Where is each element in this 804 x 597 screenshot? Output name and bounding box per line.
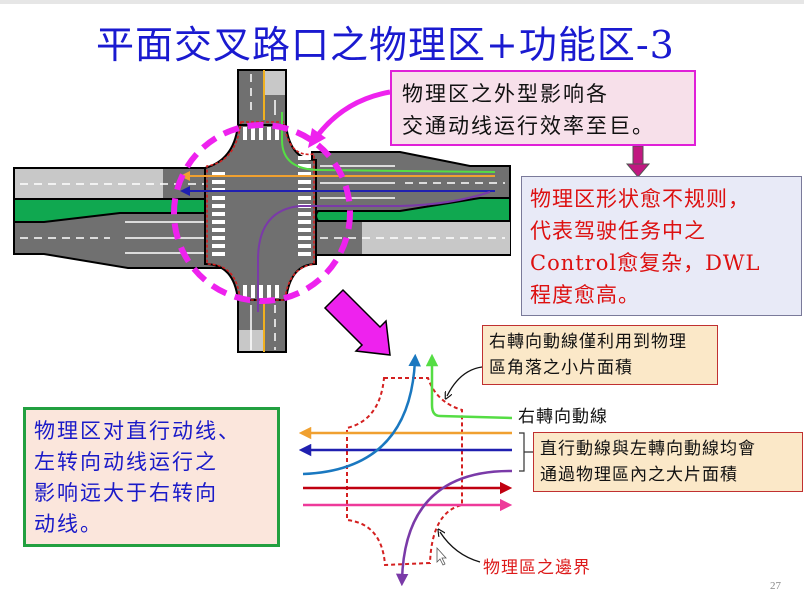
top-bar <box>0 0 804 4</box>
left-turn-line-blue <box>302 353 421 476</box>
note-line: 右轉向動線僅利用到物理 <box>489 332 687 352</box>
bracket <box>519 432 533 472</box>
pointer-right-turn-note <box>447 366 483 396</box>
left-turn-line-purple <box>395 469 513 587</box>
west-approach <box>13 167 221 269</box>
slide-title: 平面交叉路口之物理区+功能区-3 <box>96 23 675 67</box>
callout-irregular-shape: 物理区形状愈不规则， 代表驾驶任务中之 Control愈复杂，DWL 程度愈高。 <box>521 176 802 316</box>
right-turn-line-top <box>281 112 496 173</box>
callout-line: 动线。 <box>34 512 103 536</box>
boundary-label: 物理區之邊界 <box>483 558 591 578</box>
callout-physical-shape: 物理区之外型影响各 交通动线运行效率至巨。 <box>390 70 696 146</box>
right-turn-label: 右轉向動線 <box>518 407 608 427</box>
note-straight-left-area: 直行動線與左轉向動線均會 通過物理區內之大片面積 <box>533 432 803 492</box>
note-right-turn-area: 右轉向動線僅利用到物理 區角落之小片面積 <box>482 325 718 385</box>
schematic-diagram <box>298 353 533 587</box>
down-arrow-head <box>625 163 651 178</box>
highlight-circle <box>171 122 353 304</box>
callout-line: 物理区之外型影响各 <box>402 82 609 106</box>
physical-boundary-schematic <box>346 377 463 567</box>
left-turn-line-top <box>257 191 491 312</box>
note-line: 直行動線與左轉向動線均會 <box>540 439 756 459</box>
down-arrow-shaft <box>632 145 644 167</box>
callout-line: 程度愈高。 <box>530 283 640 307</box>
big-diagonal-arrow <box>323 288 391 356</box>
callout-impact-summary: 物理区对直行动线、 左转向动线运行之 影响远大于右转向 动线。 <box>23 407 280 547</box>
callout-arrow-head <box>308 128 326 148</box>
note-line: 區角落之小片面積 <box>489 358 633 378</box>
callout-curved-arrow <box>316 89 391 137</box>
pointer-boundary-label <box>440 532 481 563</box>
page-number: 27 <box>770 580 781 592</box>
callout-line: 物理区形状愈不规则， <box>530 187 750 211</box>
note-line: 通過物理區內之大片面積 <box>540 465 738 485</box>
mouse-cursor-icon <box>436 546 447 566</box>
callout-line: 影响远大于右转向 <box>34 481 218 505</box>
right-turn-line <box>425 353 513 420</box>
callout-line: 交通动线运行效率至巨。 <box>402 114 655 138</box>
east-approach <box>311 151 511 256</box>
callout-line: 左转向动线运行之 <box>34 450 218 474</box>
callout-line: 物理区对直行动线、 <box>34 419 241 443</box>
callout-line: Control愈复杂，DWL <box>530 251 761 275</box>
callout-line: 代表驾驶任务中之 <box>530 219 706 243</box>
